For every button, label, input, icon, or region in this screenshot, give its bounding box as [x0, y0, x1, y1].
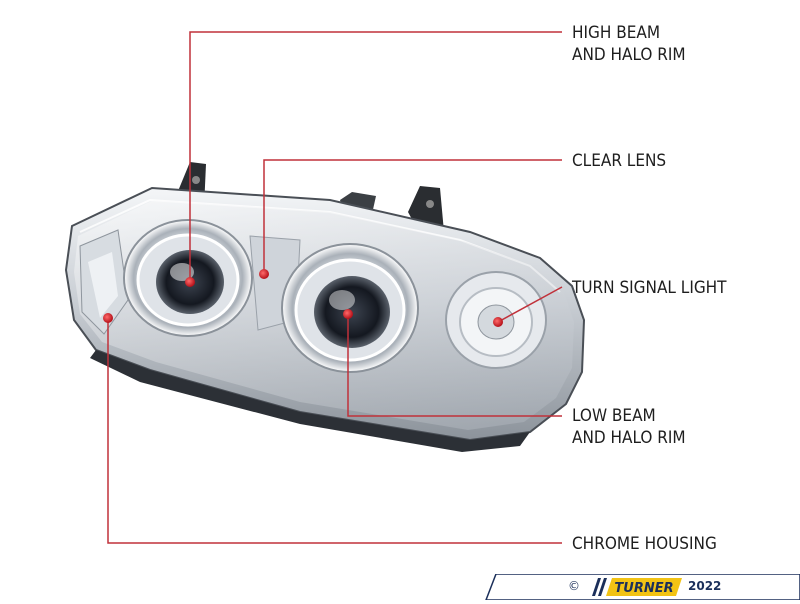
label-low-beam-line-1: LOW BEAM	[572, 406, 656, 426]
marker-chrome-housing	[103, 313, 113, 323]
leader-line-high-beam	[189, 31, 562, 282]
leader-line-low-beam	[347, 314, 562, 417]
label-high-beam-line-2: AND HALO RIM	[572, 45, 686, 65]
label-high-beam: HIGH BEAM AND HALO RIM	[572, 22, 686, 66]
marker-clear-lens	[259, 269, 269, 279]
leader-line-clear-lens	[263, 159, 562, 274]
label-turn-signal: TURN SIGNAL LIGHT	[572, 277, 727, 299]
leader-line-chrome-housing	[107, 318, 562, 544]
label-turn-signal-line-1: TURN SIGNAL LIGHT	[572, 278, 727, 298]
label-high-beam-line-1: HIGH BEAM	[572, 23, 661, 43]
label-low-beam-line-2: AND HALO RIM	[572, 428, 686, 448]
footer-watermark: © TURNER 2022	[0, 574, 800, 600]
corner-reflector	[79, 229, 129, 335]
copyright-symbol: ©	[568, 579, 580, 593]
label-chrome-housing-line-1: CHROME HOUSING	[572, 534, 717, 554]
turner-logo: TURNER	[592, 578, 682, 596]
label-clear-lens: CLEAR LENS	[572, 150, 666, 172]
markers	[103, 269, 503, 327]
marker-turn-signal	[493, 317, 503, 327]
leader-lines	[107, 31, 563, 544]
low-beam-projector	[281, 243, 419, 373]
label-clear-lens-line-1: CLEAR LENS	[572, 151, 667, 171]
high-beam-projector	[123, 219, 253, 337]
leader-line-turn-signal	[497, 286, 563, 323]
turner-logo-text: TURNER	[614, 581, 673, 596]
label-chrome-housing: CHROME HOUSING	[572, 533, 717, 555]
label-low-beam: LOW BEAM AND HALO RIM	[572, 405, 686, 449]
copyright-year: 2022	[688, 579, 722, 593]
marker-low-beam	[343, 309, 353, 319]
marker-high-beam	[185, 277, 195, 287]
